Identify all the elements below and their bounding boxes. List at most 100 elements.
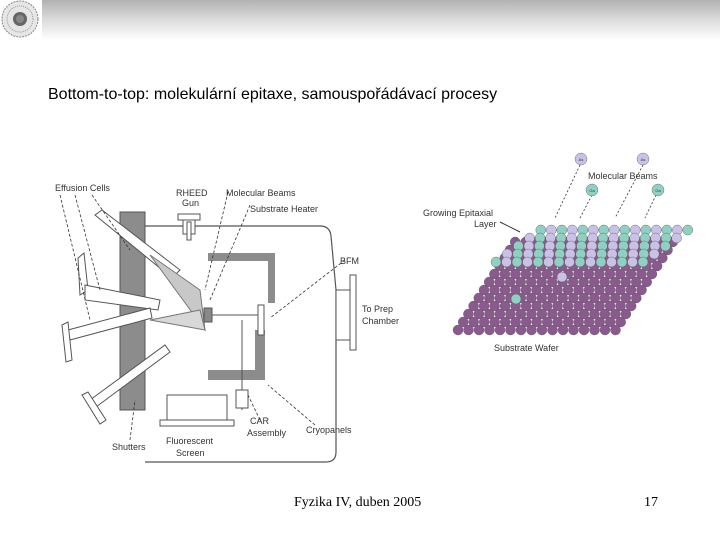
substrate-atom [526,292,537,304]
substrate-atom [589,276,600,288]
bfm-gauge [257,304,265,336]
label-fluorescent: Fluorescent [166,436,214,446]
substrate-atom [473,324,485,336]
rheed-gun [177,213,201,241]
substrate-atom [520,300,532,312]
substrate-atom [489,268,500,280]
substrate-atom [604,284,616,296]
cryopanel-top [208,253,275,303]
epitaxial-atom [637,256,649,268]
substrate-atom [604,300,616,312]
slide-title: Bottom-to-top: molekulární epitaxe, samo… [48,86,498,103]
label-to-prep: To Prep [362,304,394,314]
substrate-atom [542,316,553,328]
epitaxial-atom [501,256,512,268]
epitaxial-atom [522,256,533,268]
substrate-atom [573,316,584,328]
substrate-atom [531,268,542,280]
label-assembly: Assembly [247,428,287,438]
epitaxial-atom [649,248,660,260]
label-screen: Screen [176,448,205,458]
substrate-atom [615,300,626,312]
substrate-atom [510,316,521,328]
substrate-atom [563,316,574,328]
substrate-atom [610,324,621,336]
substrate-atom [589,324,600,336]
substrate-atom [479,316,490,328]
label-effusion-cells: Effusion Cells [55,183,110,193]
substrate-atom [499,284,511,296]
substrate-atom [536,308,548,320]
substrate-atom [526,308,537,320]
substrate-atom [573,284,584,296]
adatom-as [556,271,568,283]
substrate-atom [494,308,506,320]
car-assembly [235,389,249,409]
adatom-ga [510,293,522,305]
substrate-atom [620,276,631,288]
substrate-atom [589,292,600,304]
substrate-atom [505,276,516,288]
substrate-atom [552,284,563,296]
substrate-atom [473,292,484,304]
fluorescent-screen [166,394,228,421]
university-seal-logo [0,0,42,40]
label-substrate-heater: Substrate Heater [250,204,319,214]
epitaxial-atom [585,256,596,268]
ga-atom-beam-1: Ga [585,183,599,197]
substrate-atom [568,276,579,288]
substrate-atom [594,268,605,280]
substrate-atom [583,300,595,312]
substrate-atom [489,300,500,312]
substrate-atom [547,308,558,320]
substrate-atom [573,300,584,312]
substrate-atom [631,292,642,304]
substrate-atom [547,324,558,336]
substrate-atom [552,300,563,312]
substrate-atom [484,292,495,304]
substrate-atom [599,276,610,288]
beam-arrows [554,164,657,219]
substrate-atom [541,268,553,280]
epitaxial-atom [490,256,502,268]
substrate-atom [489,284,500,296]
epitaxial-atom [682,224,693,236]
substrate-atom [500,316,511,328]
label-rheed: RHEED [176,188,208,198]
substrate-atom [557,324,569,336]
substrate-atom [631,276,642,288]
substrate-atom [641,276,652,288]
substrate-atom [536,276,547,288]
substrate-atom [604,268,616,280]
substrate-atom [494,292,505,304]
label-cryopanels: Cryopanels [306,425,352,435]
seal-icon [1,0,39,38]
layer-pointer [499,221,521,233]
substrate-atom [625,268,637,280]
as-atom-beam-2: As [636,152,650,166]
substrate-atom [515,276,526,288]
label-molecular-beams: Molecular Beams [226,188,296,198]
substrate-atom [625,284,637,296]
substrate-atom [636,268,647,280]
as-atom-beam-1: As [574,152,588,166]
label-bfm: BFM [340,256,359,266]
substrate-atom [578,276,589,288]
substrate-atom [520,284,532,296]
substrate-atom [599,292,610,304]
substrate-atom [557,292,568,304]
substrate-atom [478,300,490,312]
substrate-atom [526,276,537,288]
epitaxial-atom [574,256,586,268]
ga-atom-label: Ga [589,188,595,193]
label-layer: Layer [474,219,497,229]
epitaxial-atom [616,256,628,268]
substrate-atom [625,300,637,312]
substrate-atom [568,308,579,320]
label-growing-layer: Growing Epitaxial [423,208,494,218]
leader-lines [59,191,346,441]
epitaxial-atom [671,232,682,244]
epitaxial-atom [511,256,523,268]
substrate-atom [589,308,600,320]
